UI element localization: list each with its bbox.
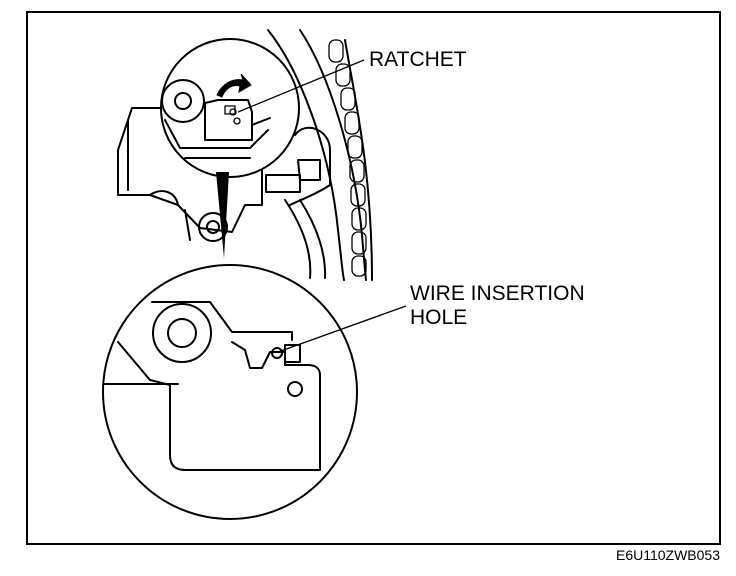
wire-insertion-hole-label-line1: WIRE INSERTION <box>410 282 585 305</box>
magnify-connector <box>216 172 229 258</box>
tensioner-arm <box>265 126 331 279</box>
ratchet-label: RATCHET <box>369 48 467 71</box>
ratchet-leader <box>237 59 365 113</box>
figure-code: E6U110ZWB053 <box>616 547 720 563</box>
wire-hole-leader <box>277 305 407 353</box>
timing-chain <box>267 29 373 281</box>
upper-detail-circle <box>160 38 300 178</box>
wire-insertion-hole-label-line2: HOLE <box>410 306 467 329</box>
lower-detail-circle <box>102 264 358 520</box>
diagram-frame <box>26 11 721 545</box>
tensioner-body-upper <box>117 107 263 242</box>
